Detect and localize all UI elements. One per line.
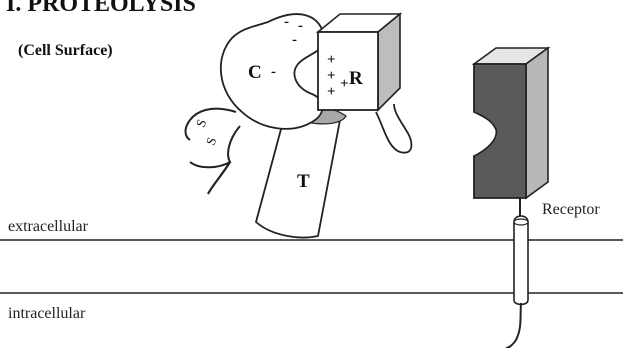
- r-positive-charge-3: +: [327, 84, 336, 100]
- extracellular-label: extracellular: [8, 218, 89, 235]
- c-domain: C - - - -: [219, 13, 325, 130]
- t-domain-label: T: [297, 171, 310, 192]
- c-domain-label: C: [248, 62, 262, 83]
- disulfide-s-2: S: [203, 135, 220, 147]
- r-domain-label: R: [349, 68, 363, 89]
- subtitle: (Cell Surface): [18, 42, 113, 59]
- receptor-side-face: [525, 46, 549, 200]
- disulfide-linker: S S: [184, 107, 241, 195]
- receptor: Receptor: [471, 46, 600, 348]
- c-negative-charge-1: -: [271, 64, 276, 80]
- receptor-label: Receptor: [542, 201, 600, 218]
- r-positive-charge-2: +: [327, 68, 336, 84]
- disulfide-s-1: S: [193, 117, 210, 129]
- r-domain-side-face: [377, 12, 401, 112]
- receptor-binding-pocket: [473, 111, 497, 157]
- r-positive-charge-4: +: [340, 76, 349, 92]
- r-positive-charge-1: +: [327, 52, 336, 68]
- c-negative-charge-3: -: [298, 18, 303, 34]
- receptor-transmembrane-segment: [513, 215, 529, 306]
- c-negative-charge-2: -: [284, 14, 289, 30]
- c-negative-charge-4: -: [292, 32, 297, 48]
- r-domain: + + + + R: [315, 12, 403, 112]
- receptor-cytoplasmic-tail: [505, 302, 522, 348]
- r-domain-tail: [375, 103, 413, 154]
- intracellular-label: intracellular: [8, 305, 86, 322]
- r-domain-front-face: [317, 31, 379, 111]
- title: I. PROTEOLYSIS: [6, 0, 196, 17]
